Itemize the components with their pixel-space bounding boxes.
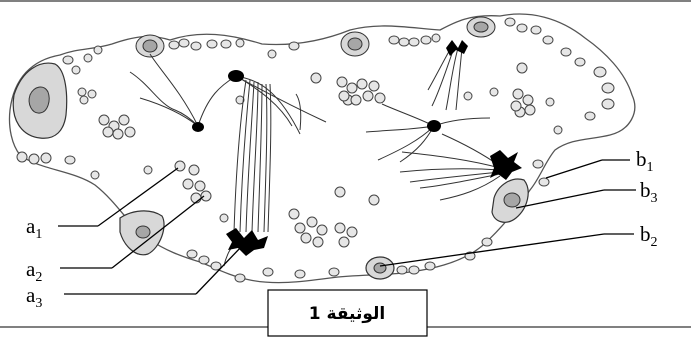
- neuron-top-right: [467, 17, 495, 37]
- label-b3: b3: [640, 178, 658, 206]
- label-a1: a1: [26, 214, 42, 242]
- neuron-top-left: [136, 35, 164, 57]
- neuron-top-middle: [341, 32, 369, 56]
- label-b2: b2: [640, 222, 658, 250]
- document-title: الوثيقة 1: [309, 304, 386, 324]
- leader-b3: [516, 190, 604, 208]
- label-a2: a2: [26, 257, 42, 285]
- neuron-b2: [366, 257, 394, 279]
- label-a3: a3: [26, 283, 42, 311]
- leader-b1: [546, 160, 602, 178]
- neuron-large-left: [13, 63, 66, 138]
- label-b1: b1: [636, 147, 654, 175]
